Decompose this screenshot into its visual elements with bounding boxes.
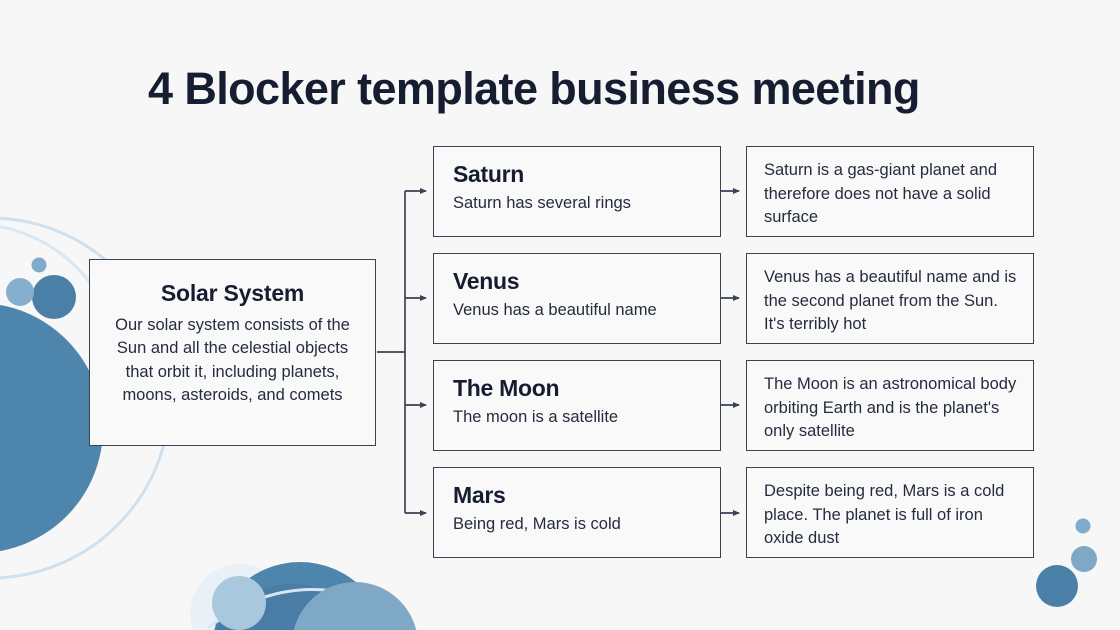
branch-node-mars[interactable]: Mars Being red, Mars is cold [433, 467, 721, 558]
branch-subtitle: Venus has a beautiful name [453, 301, 657, 320]
decor-circle-bottom-shade [214, 584, 370, 630]
detail-node-mars[interactable]: Despite being red, Mars is a cold place.… [746, 467, 1034, 558]
decor-circle-right-small [1071, 546, 1097, 572]
decor-circle-bottom-large [214, 562, 386, 630]
decor-circle-bottom-pale [190, 564, 290, 630]
detail-text: Despite being red, Mars is a cold place.… [764, 482, 1005, 548]
branch-node-the-moon[interactable]: The Moon The moon is a satellite [433, 360, 721, 451]
decor-circle-left-small [6, 278, 34, 306]
decor-circle-right-large [1036, 565, 1078, 607]
detail-text: The Moon is an astronomical body orbitin… [764, 375, 1017, 441]
detail-text: Saturn is a gas-giant planet and therefo… [764, 161, 997, 227]
decor-circle-left-large [0, 304, 103, 552]
detail-node-the-moon[interactable]: The Moon is an astronomical body orbitin… [746, 360, 1034, 451]
branch-subtitle: The moon is a satellite [453, 408, 619, 427]
detail-node-saturn[interactable]: Saturn is a gas-giant planet and therefo… [746, 146, 1034, 237]
decor-arc-bottom [207, 588, 401, 630]
branch-title: Mars [453, 482, 506, 508]
branch-node-saturn[interactable]: Saturn Saturn has several rings [433, 146, 721, 237]
detail-text: Venus has a beautiful name and is the se… [764, 268, 1017, 334]
branch-subtitle: Being red, Mars is cold [453, 515, 621, 534]
root-node-solar-system[interactable]: Solar System Our solar system consists o… [89, 259, 376, 446]
decor-circle-bottom-right [293, 582, 417, 630]
branch-subtitle: Saturn has several rings [453, 194, 631, 213]
branch-title: The Moon [453, 375, 560, 401]
detail-node-venus[interactable]: Venus has a beautiful name and is the se… [746, 253, 1034, 344]
decor-circle-left-dot [31, 257, 47, 273]
branch-node-venus[interactable]: Venus Venus has a beautiful name [433, 253, 721, 344]
branch-title: Saturn [453, 161, 525, 187]
branch-title: Venus [453, 268, 520, 294]
decor-circle-bottom-light [212, 576, 266, 630]
root-node-title: Solar System [160, 280, 305, 306]
root-node-description: Our solar system consists of the Sun and… [115, 316, 350, 405]
decor-circle-right-dot [1075, 518, 1091, 534]
page-title: 4 Blocker template business meeting [148, 63, 920, 114]
decor-circle-left-medium [32, 275, 76, 319]
